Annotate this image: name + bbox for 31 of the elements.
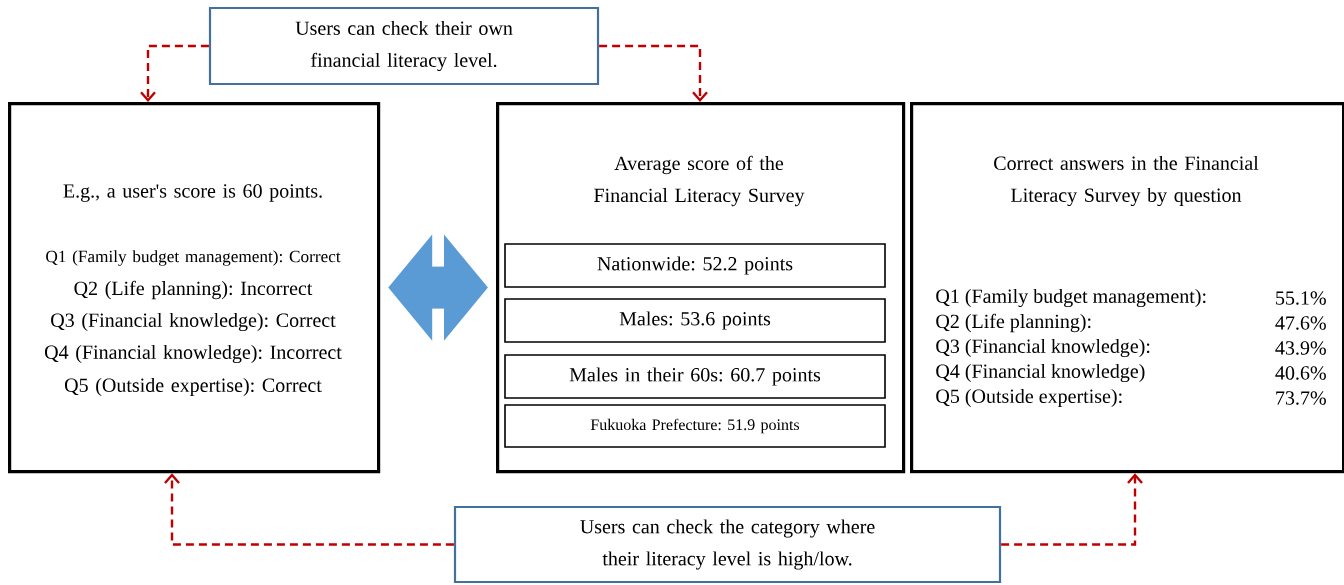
question-label: Q3 (Financial knowledge): bbox=[936, 338, 1150, 358]
heading: Correct answers in the Financial Literacy Survey by question bbox=[994, 155, 1259, 207]
percentage: 43.9% bbox=[1275, 341, 1326, 355]
percentage: 73.7% bbox=[1276, 391, 1326, 405]
heading: Average score of the Financial Literacy Survey bbox=[594, 155, 805, 207]
arrow bbox=[164, 473, 454, 546]
answer-line: Q5 (Outside expertise): Correct bbox=[64, 377, 322, 397]
answer-line: Q3 (Financial knowledge): Correct bbox=[51, 312, 336, 332]
score-box: Males: 53.6 points bbox=[504, 298, 886, 343]
question-label: Q1 (Family budget management): bbox=[936, 288, 1206, 308]
arrow bbox=[599, 44, 708, 102]
percentage: 55.1% bbox=[1276, 291, 1326, 305]
heading: E.g., a user's score is 60 points. bbox=[63, 184, 322, 202]
panel bbox=[8, 102, 381, 474]
arrow bbox=[1001, 473, 1143, 546]
answer-line: Q4 (Financial knowledge): Incorrect bbox=[45, 344, 342, 364]
score-box: Nationwide: 52.2 points bbox=[504, 243, 886, 288]
panel bbox=[496, 102, 906, 474]
callout-box: Users can check the category where their literacy level is high/low. bbox=[453, 505, 1002, 584]
percentage: 40.6% bbox=[1275, 366, 1326, 380]
panel bbox=[910, 102, 1344, 474]
question-label: Q2 (Life planning): bbox=[936, 313, 1091, 333]
answer-line: Q2 (Life planning): Incorrect bbox=[74, 280, 313, 300]
score-box: Fukuoka Prefecture: 51.9 points bbox=[504, 404, 886, 448]
answer-line: Q1 (Family budget management): Correct bbox=[46, 250, 341, 266]
question-label: Q5 (Outside expertise): bbox=[936, 388, 1122, 408]
arrow bbox=[140, 44, 209, 102]
question-label: Q4 (Financial knowledge) bbox=[936, 363, 1145, 383]
percentage: 47.6% bbox=[1275, 316, 1326, 330]
callout-box: Users can check their own financial literacy level. bbox=[208, 6, 600, 86]
score-box: Males in their 60s: 60.7 points bbox=[504, 354, 886, 399]
